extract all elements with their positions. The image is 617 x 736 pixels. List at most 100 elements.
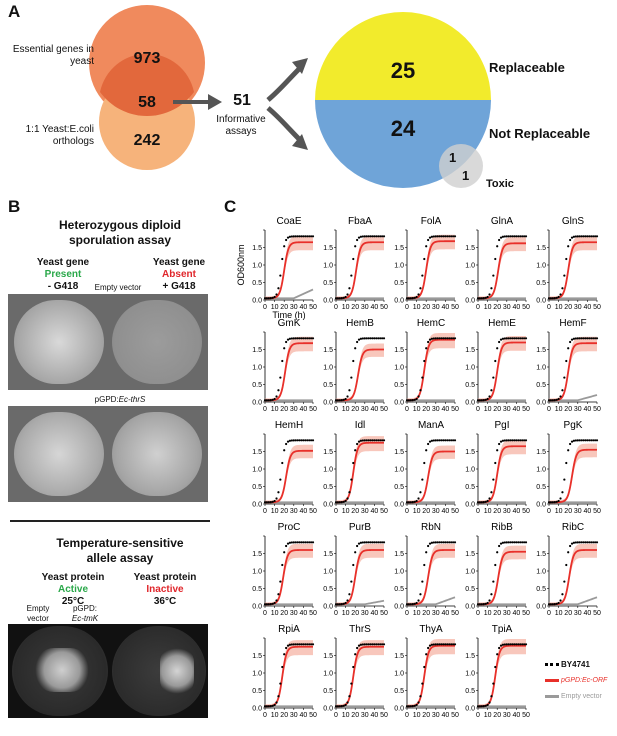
wt-point — [354, 551, 357, 554]
y-tick-label: 1.5 — [323, 245, 333, 252]
x-tick-label: 50 — [593, 610, 601, 617]
wt-point — [436, 337, 439, 340]
x-tick-label: 0 — [263, 304, 267, 311]
wt-point — [294, 643, 297, 646]
wt-point — [311, 337, 315, 340]
panel-title: RpiA — [278, 624, 300, 635]
wt-point — [524, 235, 528, 238]
wt-point — [379, 643, 382, 646]
x-tick-label: 50 — [451, 406, 459, 413]
panel-title: PgK — [564, 420, 583, 431]
x-tick-label: 30 — [574, 610, 582, 617]
orf-line — [477, 242, 527, 300]
wt-point — [572, 235, 576, 238]
wt-point — [423, 461, 426, 465]
wt-point — [446, 235, 449, 238]
wt-point — [492, 580, 495, 583]
wt-point — [367, 337, 370, 340]
wt-point — [407, 297, 411, 300]
wt-point — [302, 439, 305, 442]
x-tick-label: 50 — [451, 610, 459, 617]
x-tick-label: 30 — [290, 508, 298, 515]
y-tick-label: 0.5 — [252, 586, 262, 593]
x-tick-label: 20 — [280, 406, 288, 413]
wt-point — [267, 705, 270, 708]
wt-point — [290, 337, 293, 340]
x-tick-label: 40 — [371, 508, 379, 515]
wt-point — [519, 541, 522, 544]
wt-point — [565, 563, 568, 567]
wt-point — [405, 297, 409, 300]
wt-point — [448, 235, 451, 238]
wt-point — [350, 478, 353, 481]
wt-point — [563, 580, 566, 583]
wt-point — [522, 337, 526, 340]
y-tick-label: 0.5 — [465, 484, 475, 491]
x-tick-label: 30 — [432, 508, 440, 515]
wt-point — [517, 235, 520, 238]
y-tick-label: 1.5 — [465, 245, 475, 252]
wt-point — [492, 274, 495, 277]
wt-point — [423, 563, 426, 567]
x-tick-label: 30 — [503, 406, 511, 413]
wt-point — [450, 541, 453, 544]
x-tick-label: 30 — [503, 712, 511, 719]
wt-point — [413, 500, 416, 503]
wt-point — [356, 442, 359, 446]
y-tick-label: 0.0 — [536, 298, 546, 305]
x-tick-label: 20 — [351, 304, 359, 311]
wt-point — [480, 297, 483, 300]
wt-point — [498, 442, 501, 446]
wt-point — [340, 297, 343, 300]
wt-point — [267, 297, 270, 300]
wt-point — [281, 359, 284, 363]
x-tick-label: 40 — [442, 406, 450, 413]
wt-point — [521, 235, 524, 238]
wt-point — [334, 705, 338, 708]
wt-point — [365, 439, 368, 442]
sporulation-title: Heterozygous diploid sporulation assay — [58, 218, 181, 247]
wt-point — [367, 235, 370, 238]
plate-25c-streak — [34, 648, 90, 692]
y-tick-label: 0.0 — [465, 706, 475, 713]
panel-title: GlnA — [491, 216, 514, 227]
wt-point — [354, 449, 357, 452]
y-tick-label: 0.0 — [465, 502, 475, 509]
x-tick-label: 50 — [380, 508, 388, 515]
orf-ci-band — [265, 336, 313, 402]
wt-point — [580, 541, 583, 544]
wt-point — [344, 601, 347, 605]
y-tick-label: 0.5 — [536, 280, 546, 287]
x-tick-label: 20 — [422, 406, 430, 413]
y-tick-label: 0.5 — [394, 382, 404, 389]
x-tick-label: 40 — [584, 406, 592, 413]
x-tick-label: 30 — [432, 406, 440, 413]
wt-point — [357, 338, 361, 341]
x-tick-label: 30 — [361, 508, 369, 515]
wt-point — [285, 646, 288, 650]
wt-point — [357, 644, 361, 647]
x-tick-label: 50 — [309, 610, 317, 617]
x-tick-label: 50 — [522, 406, 530, 413]
wt-point — [285, 238, 288, 242]
wt-point — [586, 439, 589, 442]
wt-point — [505, 541, 508, 544]
wt-point — [582, 439, 585, 442]
wt-point — [438, 541, 441, 544]
panel-title: ProC — [278, 522, 301, 533]
wt-point — [277, 695, 280, 698]
wt-point — [572, 439, 576, 442]
wt-point — [436, 235, 439, 238]
wt-point — [561, 593, 564, 596]
wt-point — [354, 347, 357, 350]
wt-point — [271, 398, 274, 401]
wt-point — [561, 287, 564, 290]
wt-point — [519, 643, 522, 646]
panel-title: PgI — [494, 420, 509, 431]
wt-point — [342, 602, 345, 605]
x-tick-label: 50 — [380, 610, 388, 617]
wt-point — [513, 235, 516, 238]
arrow-head-down — [292, 134, 308, 150]
wt-point — [442, 337, 445, 340]
